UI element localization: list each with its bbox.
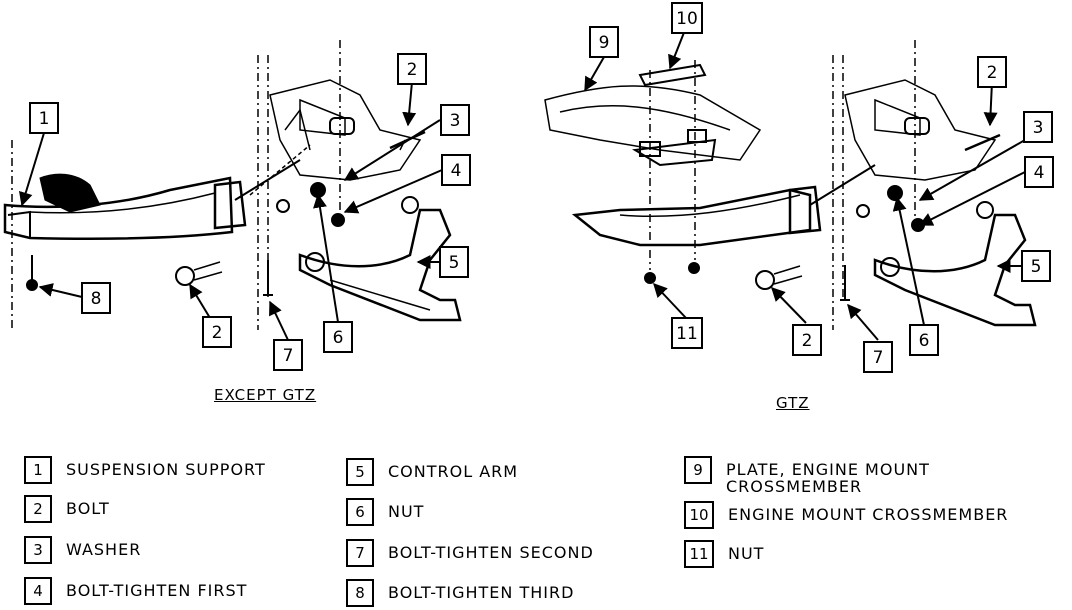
legend-label: BOLT-TIGHTEN SECOND bbox=[388, 543, 594, 562]
legend-item-6: 6 NUT bbox=[346, 498, 424, 526]
callout-right-4: 4 bbox=[1034, 163, 1045, 183]
callout-left-5: 5 bbox=[449, 253, 460, 273]
callout-right-3: 3 bbox=[1033, 118, 1044, 138]
legend-number: 11 bbox=[684, 540, 714, 568]
callout-right-6: 6 bbox=[919, 331, 930, 351]
legend-label: NUT bbox=[388, 502, 425, 521]
legend-number: 2 bbox=[24, 495, 52, 523]
callout-right-10: 10 bbox=[676, 9, 698, 29]
callout-left-3: 3 bbox=[450, 111, 461, 131]
callout-right-7: 7 bbox=[873, 348, 884, 368]
callout-right-9: 9 bbox=[599, 33, 610, 53]
left-callouts bbox=[18, 53, 471, 371]
legend-label: CONTROL ARM bbox=[388, 462, 519, 481]
legend-label: PLATE, ENGINE MOUNT CROSSMEMBER bbox=[726, 460, 930, 496]
legend-item-9: 9 PLATE, ENGINE MOUNT CROSSMEMBER bbox=[684, 456, 966, 495]
legend-item-2: 2 BOLT bbox=[24, 495, 110, 523]
legend-number: 8 bbox=[346, 579, 374, 607]
legend-number: 7 bbox=[346, 539, 374, 567]
callout-right-2-bottom: 2 bbox=[802, 331, 813, 351]
callout-left-7: 7 bbox=[283, 346, 294, 366]
callout-left-2-top: 2 bbox=[407, 60, 418, 80]
callout-left-1: 1 bbox=[39, 109, 50, 129]
legend-label: NUT bbox=[728, 544, 765, 563]
callout-left-6: 6 bbox=[333, 328, 344, 348]
legend-label: ENGINE MOUNT CROSSMEMBER bbox=[728, 505, 1009, 524]
legend-label: BOLT-TIGHTEN THIRD bbox=[388, 583, 575, 602]
callout-right-2-top: 2 bbox=[987, 63, 998, 83]
callout-left-4: 4 bbox=[451, 161, 462, 181]
left-illustration bbox=[3, 40, 462, 330]
legend-item-11: 11 NUT bbox=[684, 540, 764, 568]
callout-left-2-bottom: 2 bbox=[212, 323, 223, 343]
legend-number: 5 bbox=[346, 458, 374, 486]
legend-label: BOLT bbox=[66, 499, 110, 518]
legend-item-7: 7 BOLT-TIGHTEN SECOND bbox=[346, 539, 594, 567]
legend-number: 4 bbox=[24, 577, 52, 605]
legend-number: 1 bbox=[24, 456, 52, 484]
right-callouts bbox=[584, 2, 1054, 373]
legend-number: 9 bbox=[684, 456, 712, 484]
caption-except-gtz: EXCEPT GTZ bbox=[214, 386, 317, 404]
legend-label: SUSPENSION SUPPORT bbox=[66, 460, 266, 479]
legend-item-3: 3 WASHER bbox=[24, 536, 141, 564]
legend-number: 6 bbox=[346, 498, 374, 526]
callout-left-8: 8 bbox=[91, 289, 102, 309]
legend-label: WASHER bbox=[66, 540, 142, 559]
legend-item-1: 1 SUSPENSION SUPPORT bbox=[24, 456, 266, 484]
caption-gtz: GTZ bbox=[776, 394, 810, 412]
legend-label: BOLT-TIGHTEN FIRST bbox=[66, 581, 248, 600]
legend-item-10: 10 ENGINE MOUNT CROSSMEMBER bbox=[684, 501, 1008, 529]
legend-item-4: 4 BOLT-TIGHTEN FIRST bbox=[24, 577, 247, 605]
legend-number: 3 bbox=[24, 536, 52, 564]
legend-number: 10 bbox=[684, 501, 714, 529]
callout-right-5: 5 bbox=[1031, 257, 1042, 277]
callout-right-11: 11 bbox=[676, 324, 698, 344]
right-illustration bbox=[544, 40, 1037, 330]
legend-item-8: 8 BOLT-TIGHTEN THIRD bbox=[346, 579, 574, 607]
legend-item-5: 5 CONTROL ARM bbox=[346, 458, 518, 486]
